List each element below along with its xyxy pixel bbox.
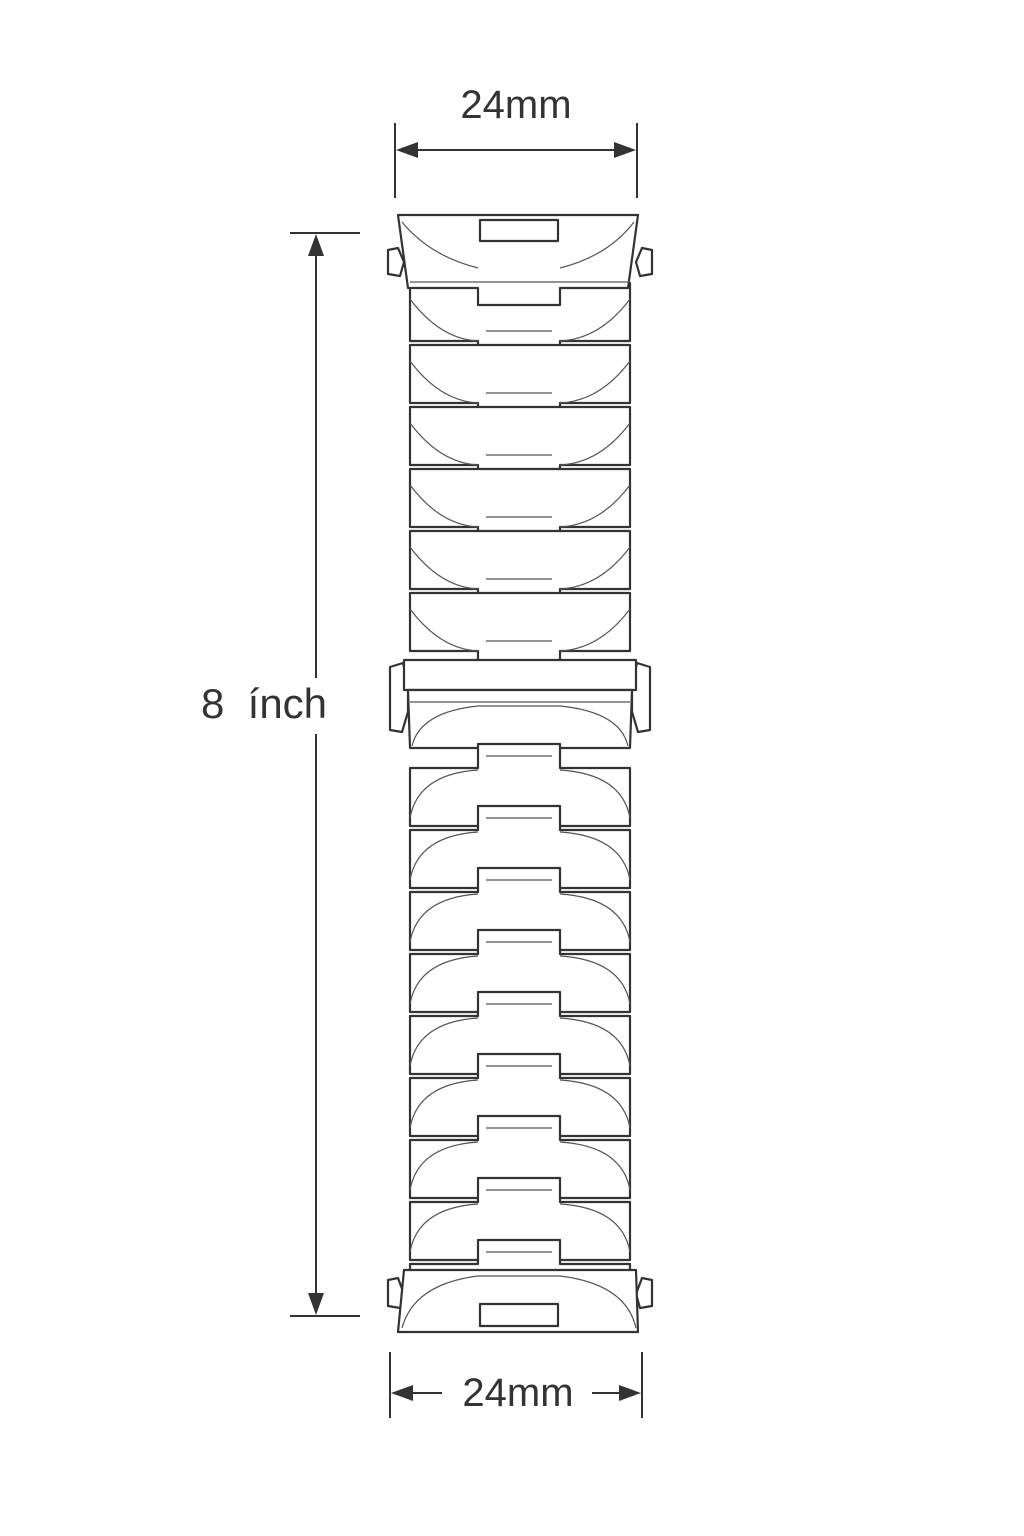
top-width-label: 24mm xyxy=(460,83,571,127)
length-label: 8 ínch xyxy=(201,680,327,727)
band-link xyxy=(408,1114,632,1200)
band-link xyxy=(408,990,632,1076)
band-link xyxy=(408,405,632,494)
bottom-width-label: 24mm xyxy=(462,1371,573,1415)
band-clasp xyxy=(388,658,652,750)
band-link xyxy=(408,1176,632,1262)
top-end-piece xyxy=(386,213,654,307)
watch-band xyxy=(386,213,654,1334)
bottom-width-dimension: 24mm xyxy=(389,1352,643,1418)
top-width-dimension: 24mm xyxy=(394,83,638,198)
bottom-end-piece xyxy=(386,1268,654,1334)
band-link xyxy=(408,804,632,890)
length-dimension: 8 ínch xyxy=(201,232,360,1317)
band-link xyxy=(408,928,632,1014)
band-link xyxy=(408,742,632,828)
band-link xyxy=(408,1052,632,1138)
band-link xyxy=(408,866,632,952)
